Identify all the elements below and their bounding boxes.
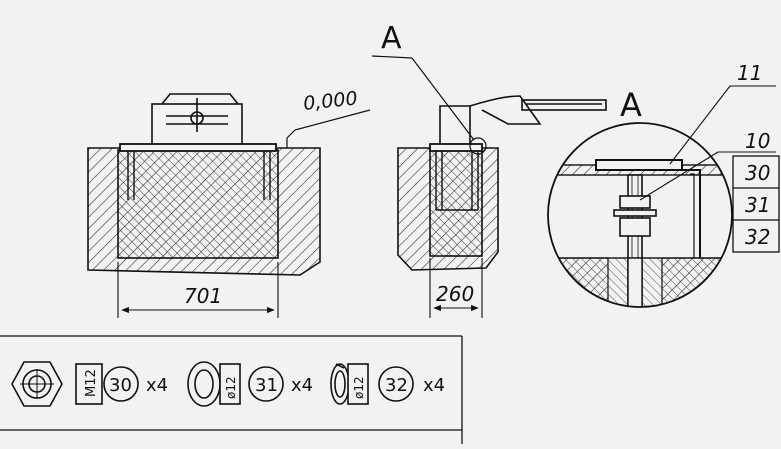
nut-lower bbox=[619, 217, 651, 237]
side-view: A 260 bbox=[371, 21, 607, 318]
part-32-number: 32 bbox=[385, 375, 408, 396]
pit-side bbox=[429, 149, 483, 257]
callout-10: 10 bbox=[745, 129, 770, 153]
anchor-bolts-front bbox=[127, 151, 271, 200]
part-30-thread: M12 bbox=[84, 369, 99, 397]
callout-11: 11 bbox=[737, 61, 762, 85]
part-31-balloon bbox=[248, 366, 284, 402]
washer-31 bbox=[613, 209, 657, 217]
parts-legend: M12 30 x4 ø12 31 x4 ø12 32 x4 bbox=[0, 335, 463, 444]
front-view: 0,000 701 bbox=[87, 87, 371, 318]
part-32-thread: ø12 bbox=[352, 376, 366, 399]
spring-washer-icon bbox=[330, 363, 350, 405]
detail-a-circle bbox=[469, 137, 487, 155]
washer-size-box-32 bbox=[347, 363, 369, 405]
hex-nut-icon bbox=[11, 361, 63, 407]
part-31-thread: ø12 bbox=[224, 376, 238, 399]
base-plate-side bbox=[429, 143, 483, 152]
section-mark-right: A bbox=[620, 86, 642, 124]
part-30-balloon bbox=[103, 366, 139, 402]
bolt-size-box-30 bbox=[75, 363, 103, 405]
plate-11 bbox=[595, 159, 683, 171]
dimension-front-width-label: 701 bbox=[184, 284, 222, 308]
part-31-qty: x4 bbox=[291, 375, 313, 396]
flat-washer-icon bbox=[187, 361, 221, 407]
machine-outline bbox=[151, 93, 243, 147]
part-31-number: 31 bbox=[255, 375, 278, 396]
callout-30: 30 bbox=[745, 161, 770, 185]
base-plate-front bbox=[119, 143, 277, 152]
anchor-bolts-side bbox=[435, 151, 479, 211]
nut-30 bbox=[619, 195, 651, 209]
callout-32: 32 bbox=[745, 225, 770, 249]
section-a-leader bbox=[371, 55, 475, 141]
part-30-number: 30 bbox=[109, 375, 132, 396]
callout-table bbox=[732, 155, 780, 253]
part-32-balloon bbox=[378, 366, 414, 402]
dimension-side-width-label: 260 bbox=[436, 282, 474, 306]
pit-front bbox=[117, 149, 279, 259]
machine-side-outline bbox=[439, 95, 607, 144]
callout-31: 31 bbox=[745, 193, 770, 217]
section-mark-left: A bbox=[381, 21, 402, 56]
detail-leaders bbox=[639, 85, 776, 201]
part-32-qty: x4 bbox=[423, 375, 445, 396]
dimension-front-width bbox=[117, 262, 279, 318]
part-30-qty: x4 bbox=[146, 375, 168, 396]
washer-size-box-31 bbox=[219, 363, 241, 405]
dimension-side-width bbox=[429, 258, 483, 318]
level-mark-label: 0,000 bbox=[302, 87, 358, 115]
level-mark: 0,000 bbox=[286, 87, 371, 148]
